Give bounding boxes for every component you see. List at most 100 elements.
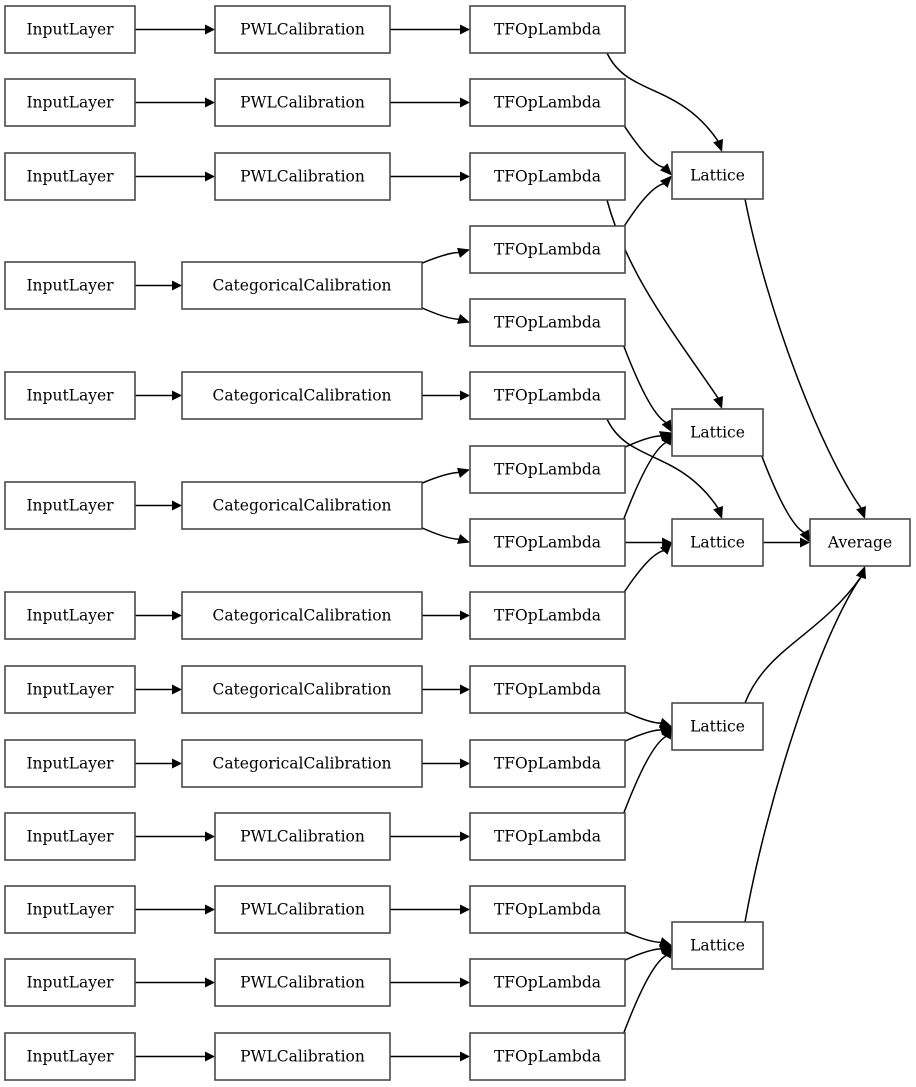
node-in3[interactable]: InputLayer [4,152,136,201]
node-box-cal3[interactable] [214,152,391,201]
node-in11[interactable]: InputLayer [4,885,136,934]
node-lam12[interactable]: TFOpLambda [469,812,626,861]
node-lam11[interactable]: TFOpLambda [469,739,626,788]
edge-lat3-to-avg [763,537,810,548]
node-cal9[interactable]: CategoricalCalibration [181,739,423,788]
node-lam7[interactable]: TFOpLambda [469,445,626,494]
node-cal11[interactable]: PWLCalibration [214,885,391,934]
node-box-in4[interactable] [4,261,136,310]
node-box-lam3[interactable] [469,152,626,201]
node-box-in7[interactable] [4,591,136,640]
node-lam15[interactable]: TFOpLambda [469,1032,626,1081]
edge-in8-to-cal8 [135,684,182,695]
node-cal2[interactable]: PWLCalibration [214,78,391,127]
node-in2[interactable]: InputLayer [4,78,136,127]
node-box-lam8[interactable] [469,518,626,567]
node-lam14[interactable]: TFOpLambda [469,958,626,1007]
edge-lam7-to-lat2 [622,431,672,449]
node-box-cal8[interactable] [181,665,423,714]
node-box-lam2[interactable] [469,78,626,127]
node-box-lam15[interactable] [469,1032,626,1081]
node-box-cal4[interactable] [181,261,423,310]
node-box-cal10[interactable] [214,812,391,861]
edge-in11-to-cal11 [135,904,215,915]
node-cal12[interactable]: PWLCalibration [214,958,391,1007]
node-lam8[interactable]: TFOpLambda [469,518,626,567]
node-cal7[interactable]: CategoricalCalibration [181,591,423,640]
node-in8[interactable]: InputLayer [4,665,136,714]
node-cal13[interactable]: PWLCalibration [214,1032,391,1081]
node-lam4[interactable]: TFOpLambda [469,225,626,274]
node-in12[interactable]: InputLayer [4,958,136,1007]
node-box-lam1[interactable] [469,5,626,54]
node-cal10[interactable]: PWLCalibration [214,812,391,861]
node-cal4[interactable]: CategoricalCalibration [181,261,423,310]
node-cal6[interactable]: CategoricalCalibration [181,481,423,530]
node-box-lat2[interactable] [671,408,764,457]
node-box-cal13[interactable] [214,1032,391,1081]
node-lat1[interactable]: Lattice [671,151,764,200]
node-box-in5[interactable] [4,371,136,420]
node-box-cal2[interactable] [214,78,391,127]
node-box-cal6[interactable] [181,481,423,530]
node-box-lam14[interactable] [469,958,626,1007]
node-box-in13[interactable] [4,1032,136,1081]
node-in4[interactable]: InputLayer [4,261,136,310]
node-box-in8[interactable] [4,665,136,714]
node-box-lam4[interactable] [469,225,626,274]
node-box-lam7[interactable] [469,445,626,494]
node-box-lat1[interactable] [671,151,764,200]
node-box-lam11[interactable] [469,739,626,788]
node-box-cal12[interactable] [214,958,391,1007]
node-lam5[interactable]: TFOpLambda [469,298,626,347]
node-box-lam13[interactable] [469,885,626,934]
node-box-cal9[interactable] [181,739,423,788]
node-box-lam6[interactable] [469,371,626,420]
node-lat2[interactable]: Lattice [671,408,764,457]
node-label-lam9: TFOpLambda [494,607,601,625]
node-box-lam10[interactable] [469,665,626,714]
node-box-cal1[interactable] [214,5,391,54]
node-lam10[interactable]: TFOpLambda [469,665,626,714]
node-box-cal11[interactable] [214,885,391,934]
node-in1[interactable]: InputLayer [4,5,136,54]
node-lam3[interactable]: TFOpLambda [469,152,626,201]
node-box-cal7[interactable] [181,591,423,640]
node-box-lat3[interactable] [671,518,764,567]
node-box-in11[interactable] [4,885,136,934]
node-in10[interactable]: InputLayer [4,812,136,861]
node-lat3[interactable]: Lattice [671,518,764,567]
node-lat4[interactable]: Lattice [671,702,764,751]
node-lam9[interactable]: TFOpLambda [469,591,626,640]
node-in9[interactable]: InputLayer [4,739,136,788]
node-box-in6[interactable] [4,481,136,530]
node-lam1[interactable]: TFOpLambda [469,5,626,54]
node-lam2[interactable]: TFOpLambda [469,78,626,127]
node-box-lat5[interactable] [671,921,764,970]
node-box-avg[interactable] [809,518,911,567]
node-box-lam9[interactable] [469,591,626,640]
node-box-in3[interactable] [4,152,136,201]
node-lam13[interactable]: TFOpLambda [469,885,626,934]
node-box-in12[interactable] [4,958,136,1007]
node-cal8[interactable]: CategoricalCalibration [181,665,423,714]
node-cal1[interactable]: PWLCalibration [214,5,391,54]
node-box-lam12[interactable] [469,812,626,861]
node-label-lam5: TFOpLambda [494,314,601,332]
node-in13[interactable]: InputLayer [4,1032,136,1081]
node-cal5[interactable]: CategoricalCalibration [181,371,423,420]
node-cal3[interactable]: PWLCalibration [214,152,391,201]
node-lam6[interactable]: TFOpLambda [469,371,626,420]
node-in5[interactable]: InputLayer [4,371,136,420]
node-box-lat4[interactable] [671,702,764,751]
node-box-lam5[interactable] [469,298,626,347]
node-box-in10[interactable] [4,812,136,861]
node-box-in1[interactable] [4,5,136,54]
node-lat5[interactable]: Lattice [671,921,764,970]
node-box-cal5[interactable] [181,371,423,420]
node-in7[interactable]: InputLayer [4,591,136,640]
node-box-in2[interactable] [4,78,136,127]
node-box-in9[interactable] [4,739,136,788]
node-in6[interactable]: InputLayer [4,481,136,530]
node-avg[interactable]: Average [809,518,911,567]
